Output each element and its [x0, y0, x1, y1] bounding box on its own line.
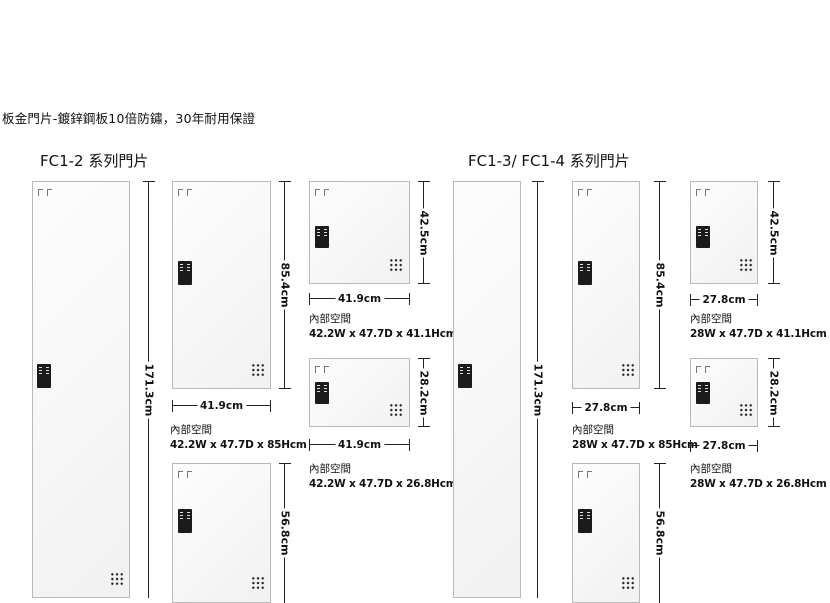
space-value: 42.2W x 47.7D x 85Hcm [170, 439, 307, 451]
keypad-lock-icon [578, 261, 592, 285]
space-label: 內部空間 [170, 424, 212, 436]
dim-door-28-height: 28.2cm [766, 358, 782, 427]
dim-door-28-width: 27.8cm [690, 440, 758, 452]
hook-icon [38, 189, 52, 196]
dim-label: 56.8cm [652, 508, 668, 558]
keypad-lock-icon [458, 364, 472, 388]
hook-icon [578, 189, 592, 196]
dim-label: 171.3cm [530, 361, 546, 418]
space-value: 28W x 47.7D x 41.1Hcm [690, 328, 827, 340]
keypad-lock-icon [696, 382, 710, 404]
dim-label: 27.8cm [581, 402, 631, 414]
vent-holes-icon [389, 403, 403, 417]
hook-icon [178, 189, 192, 196]
dim-door-28-width: 41.9cm [309, 439, 410, 451]
dim-label: 85.4cm [652, 260, 668, 310]
space-info-door-85: 內部空間 42.2W x 47.7D x 85Hcm [170, 423, 307, 453]
vent-holes-icon [110, 572, 124, 586]
dim-label: 56.8cm [277, 508, 293, 558]
door-full-height [32, 181, 130, 598]
dim-full-height-label: 171.3cm [141, 361, 157, 418]
space-label: 內部空間 [690, 313, 732, 325]
dim-door-42-width: 27.8cm [690, 294, 758, 306]
door-42 [309, 181, 410, 284]
dim-label: 41.9cm [334, 439, 385, 451]
door-56 [172, 463, 271, 603]
keypad-lock-icon [578, 509, 592, 533]
space-label: 內部空間 [309, 313, 351, 325]
space-label: 內部空間 [572, 424, 614, 436]
dim-label: 41.9cm [334, 293, 385, 305]
space-value: 28W x 47.7D x 85Hcm [572, 439, 698, 451]
keypad-lock-icon [178, 261, 192, 285]
vent-holes-icon [739, 258, 753, 272]
hook-icon [578, 471, 592, 478]
hook-icon [696, 189, 710, 196]
space-info-door-42: 內部空間 42.2W x 47.7D x 41.1Hcm [309, 312, 457, 342]
space-value: 28W x 47.7D x 26.8Hcm [690, 478, 827, 490]
door-full-height [453, 181, 521, 598]
dim-label: 85.4cm [277, 260, 293, 310]
dim-full-height: 171.3cm [530, 181, 546, 598]
vent-holes-icon [251, 576, 265, 590]
dim-door-85-width: 41.9cm [172, 400, 271, 412]
vent-holes-icon [739, 403, 753, 417]
dim-door-42-width: 41.9cm [309, 293, 410, 305]
dim-label: 42.5cm [416, 207, 432, 258]
dim-door-56-height: 56.8cm [277, 463, 293, 603]
door-85 [172, 181, 271, 389]
dim-label: 27.8cm [699, 294, 749, 306]
space-info-door-85: 內部空間 28W x 47.7D x 85Hcm [572, 423, 698, 453]
dim-door-85-height: 85.4cm [277, 181, 293, 389]
vent-holes-icon [251, 363, 265, 377]
space-value: 42.2W x 47.7D x 26.8Hcm [309, 478, 457, 490]
dim-full-height: 171.3cm [141, 181, 157, 598]
dim-label: 28.2cm [766, 367, 782, 418]
hook-icon [315, 189, 329, 196]
space-info-door-28: 內部空間 28W x 47.7D x 26.8Hcm [690, 462, 827, 492]
dim-door-42-height: 42.5cm [416, 181, 432, 284]
dim-label: 28.2cm [416, 367, 432, 418]
dim-door-85-height: 85.4cm [652, 181, 668, 389]
dim-label: 27.8cm [699, 440, 749, 452]
dim-door-56-height: 56.8cm [652, 463, 668, 603]
hook-icon [178, 471, 192, 478]
space-info-door-28: 內部空間 42.2W x 47.7D x 26.8Hcm [309, 462, 457, 492]
door-56 [572, 463, 640, 603]
space-info-door-42: 內部空間 28W x 47.7D x 41.1Hcm [690, 312, 827, 342]
keypad-lock-icon [37, 364, 51, 388]
vent-holes-icon [389, 258, 403, 272]
hook-icon [696, 366, 710, 373]
vent-holes-icon [621, 576, 635, 590]
space-value: 42.2W x 47.7D x 41.1Hcm [309, 328, 457, 340]
series-title-fc1-2: FC1-2 系列門片 [40, 152, 149, 170]
door-42 [690, 181, 758, 284]
keypad-lock-icon [315, 382, 329, 404]
vent-holes-icon [621, 363, 635, 377]
door-28 [690, 358, 758, 427]
hook-icon [315, 366, 329, 373]
dim-door-85-width: 27.8cm [572, 402, 640, 414]
dim-label: 42.5cm [766, 207, 782, 258]
space-label: 內部空間 [690, 463, 732, 475]
keypad-lock-icon [178, 509, 192, 533]
dim-door-42-height: 42.5cm [766, 181, 782, 284]
keypad-lock-icon [315, 226, 329, 248]
door-28 [309, 358, 410, 427]
page-heading: 板金門片-鍍鋅鋼板10倍防鏽，30年耐用保證 [2, 111, 256, 126]
dim-label: 41.9cm [196, 400, 247, 412]
space-label: 內部空間 [309, 463, 351, 475]
door-85 [572, 181, 640, 389]
series-title-fc1-3-fc1-4: FC1-3/ FC1-4 系列門片 [468, 152, 630, 170]
keypad-lock-icon [696, 226, 710, 248]
dim-door-28-height: 28.2cm [416, 358, 432, 427]
